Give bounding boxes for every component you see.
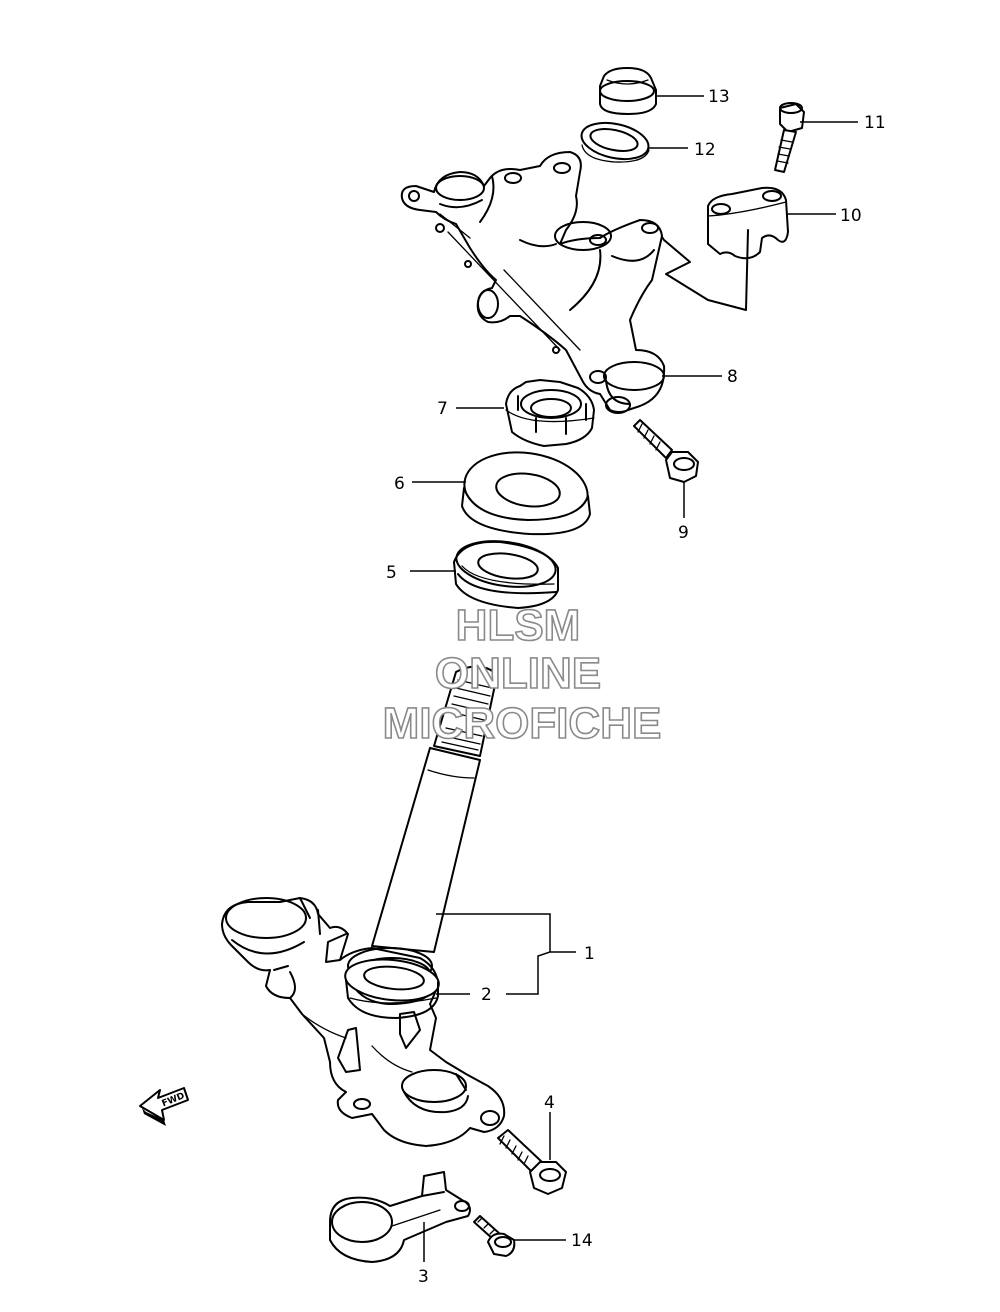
callout-5: 5 (386, 563, 397, 583)
callout-2: 2 (481, 985, 492, 1005)
part-3-bracket (329, 1171, 471, 1263)
callout-numbers: 13 12 11 10 8 7 9 6 5 1 2 4 14 3 (386, 87, 886, 1287)
callout-6: 6 (394, 474, 405, 494)
part-6-dust-seal (461, 451, 591, 536)
part-1-steering-stem (221, 665, 506, 1147)
part-13-cap (599, 67, 657, 115)
part-9-bolt (633, 419, 699, 483)
callout-1: 1 (584, 944, 595, 964)
watermark-line-2: ONLINE (435, 649, 601, 698)
callout-7: 7 (437, 399, 448, 419)
part-12-washer (580, 121, 650, 163)
callout-11: 11 (864, 113, 886, 133)
callout-8: 8 (727, 367, 738, 387)
part-7-steering-nut (505, 379, 595, 447)
callout-13: 13 (708, 87, 730, 107)
callout-3: 3 (418, 1267, 429, 1287)
watermark: HLSM ONLINE MICROFICHE (382, 600, 662, 749)
callout-14: 14 (571, 1231, 593, 1251)
part-5-bearing (453, 540, 559, 609)
callout-4: 4 (544, 1093, 555, 1113)
part-11-bolt (774, 102, 805, 173)
leader-lines (410, 95, 858, 1262)
watermark-line-3: MICROFICHE (383, 699, 662, 748)
fwd-direction-arrow: FWD (139, 1087, 189, 1126)
callout-10: 10 (840, 206, 862, 226)
part-4-bolt (497, 1129, 567, 1195)
part-8-upper-bracket (400, 151, 666, 414)
part-2-lower-bearing (344, 958, 440, 1019)
callout-9: 9 (678, 523, 689, 543)
watermark-line-1: HLSM (456, 601, 581, 650)
callout-12: 12 (694, 140, 716, 160)
part-14-screw (473, 1215, 516, 1257)
part-10-handlebar-clamp (655, 186, 789, 311)
